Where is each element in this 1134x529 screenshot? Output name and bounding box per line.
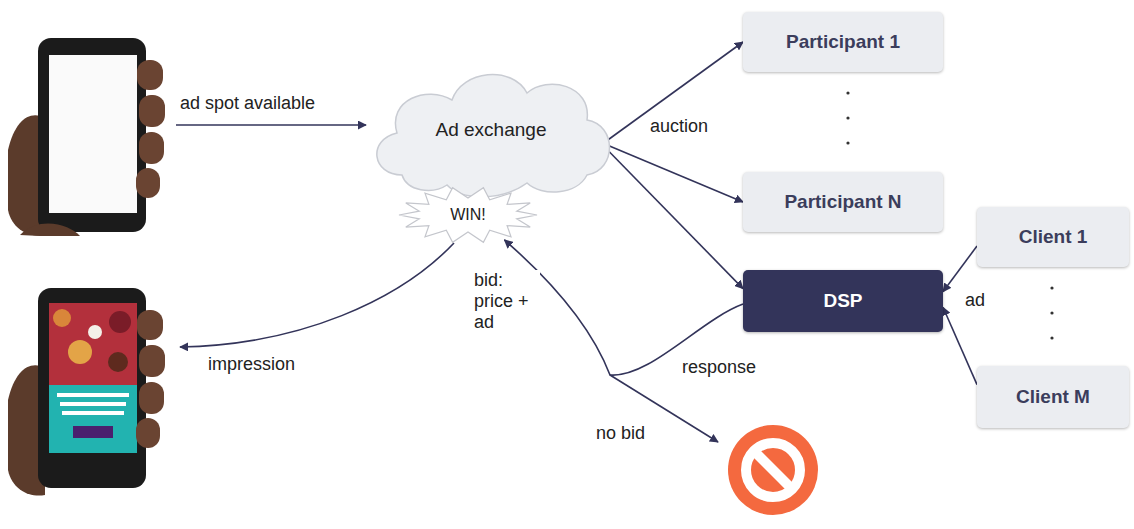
node-label: Participant N [784, 191, 901, 213]
participant-box: Participant N [743, 172, 943, 232]
connector-arrow [607, 42, 743, 141]
annotation-label: ad spot available [178, 93, 317, 114]
connector-arrow [943, 307, 977, 384]
text-stack: Client 1 [1019, 226, 1088, 248]
text-stack: WIN! [450, 206, 486, 224]
text-stack: Ad exchange [436, 119, 547, 141]
ad-exchange-cloud: Ad exchange [362, 55, 620, 205]
client-box: Client M [977, 366, 1129, 428]
win-starburst: WIN! [398, 186, 538, 244]
no-bid-symbol [728, 425, 818, 515]
node-label: WIN! [450, 206, 486, 224]
connector-arrow [943, 246, 977, 292]
node-label: Client 1 [1019, 226, 1088, 248]
impression-arrow [180, 243, 454, 347]
node-label: Ad exchange [436, 119, 547, 141]
connector-arrow [607, 150, 743, 289]
text-stack: Client M [1016, 386, 1090, 408]
text-stack: Participant N [784, 191, 901, 213]
phone-with-ad [8, 288, 165, 496]
node-label: Participant 1 [786, 31, 900, 53]
text-stack: DSP [823, 290, 862, 312]
annotation-label: bid: price + ad [472, 270, 540, 333]
outline-shape [399, 188, 537, 243]
annotation-label: ad [963, 290, 987, 311]
connector-arrow [504, 240, 743, 375]
connector-arrow [607, 145, 743, 202]
request-arrow [176, 124, 366, 126]
participant-box: Participant 1 [743, 12, 943, 72]
edge-label: response [680, 357, 758, 378]
client-box: Client 1 [977, 207, 1129, 267]
phone-blank [8, 38, 165, 236]
annotation-label: no bid [594, 423, 647, 444]
annotation-label: auction [648, 116, 710, 137]
text-stack: Participant 1 [786, 31, 900, 53]
annotation-label: impression [206, 354, 297, 375]
node-label: DSP [823, 290, 862, 312]
outline-shape [377, 75, 610, 197]
node-label: Client M [1016, 386, 1090, 408]
dsp-box: DSP [743, 270, 943, 332]
